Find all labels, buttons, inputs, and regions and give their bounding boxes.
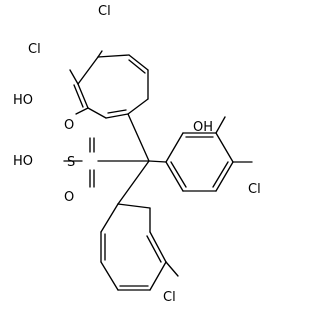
- bond: [117, 160, 150, 205]
- bond: [117, 203, 151, 209]
- bond: [69, 69, 79, 85]
- bond: [128, 54, 149, 71]
- bond: [75, 107, 89, 115]
- chlorine-atom-label: Cl: [28, 42, 41, 57]
- sulfur-atom-label: S: [67, 155, 75, 170]
- oxygen-atom-label: O: [64, 118, 74, 133]
- hydroxyl-label: HO: [13, 93, 33, 108]
- chlorine-atom-label: Cl: [98, 4, 111, 19]
- bond: [215, 161, 234, 192]
- chlorine-atom-label: Cl: [163, 290, 176, 305]
- bonds: [63, 50, 253, 291]
- chemical-structure-diagram: Cl Cl HO OH Cl HO S O O Cl: [13, 4, 261, 305]
- bond: [165, 161, 184, 192]
- bond: [149, 231, 167, 263]
- bond: [127, 98, 149, 115]
- atom-labels: Cl Cl HO OH Cl HO S O O Cl: [13, 4, 261, 305]
- bond: [97, 50, 103, 58]
- bond: [128, 59, 146, 74]
- bond: [170, 161, 187, 188]
- bond: [107, 109, 127, 114]
- bond: [148, 160, 167, 163]
- oxygen-atom-label: O: [64, 190, 74, 205]
- bond: [127, 113, 150, 162]
- bond: [165, 132, 184, 163]
- bond: [100, 203, 119, 233]
- bond: [97, 54, 130, 58]
- bond: [77, 56, 99, 85]
- bond: [215, 116, 226, 134]
- bond: [165, 261, 179, 277]
- hydroxyl-label: OH: [193, 120, 213, 135]
- bond: [100, 261, 119, 291]
- bond: [87, 107, 107, 119]
- bond: [73, 84, 84, 108]
- bond: [77, 83, 89, 109]
- bond: [149, 261, 167, 291]
- bond: [215, 132, 234, 163]
- bond: [105, 113, 129, 119]
- bond: [212, 161, 229, 188]
- sulfonic-hydroxyl-label: HO: [13, 154, 33, 169]
- chlorine-atom-label: Cl: [248, 182, 261, 197]
- bond: [146, 235, 162, 263]
